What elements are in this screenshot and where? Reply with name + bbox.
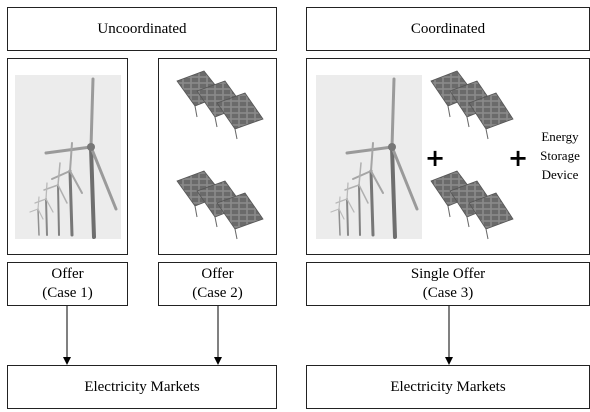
single-offer-case-3: Single Offer (Case 3) — [306, 262, 590, 306]
wind-farm-panel — [7, 58, 128, 255]
electricity-markets-uncoordinated: Electricity Markets — [7, 365, 277, 409]
hybrid-plant-panel: + + Energy Storage Device — [306, 58, 590, 255]
coordinated-title: Coordinated — [410, 20, 486, 37]
plus-icon: + — [508, 144, 529, 172]
uncoordinated-title: Uncoordinated — [97, 20, 187, 37]
wind-turbine-icon — [330, 70, 514, 240]
offer-case-1: Offer (Case 1) — [7, 262, 128, 306]
solar-farm-panel — [158, 58, 277, 255]
solar-panel-icon — [430, 70, 514, 240]
uncoordinated-header: Uncoordinated — [7, 7, 277, 51]
coordinated-header: Coordinated — [306, 7, 590, 51]
plus-icon: + — [425, 144, 446, 172]
wind-turbine-icon — [29, 77, 118, 239]
electricity-markets-coordinated: Electricity Markets — [306, 365, 590, 409]
energy-storage-label: Energy Storage Device — [540, 129, 580, 182]
offer-case-2: Offer (Case 2) — [158, 262, 277, 306]
solar-panel-icon — [176, 70, 264, 240]
